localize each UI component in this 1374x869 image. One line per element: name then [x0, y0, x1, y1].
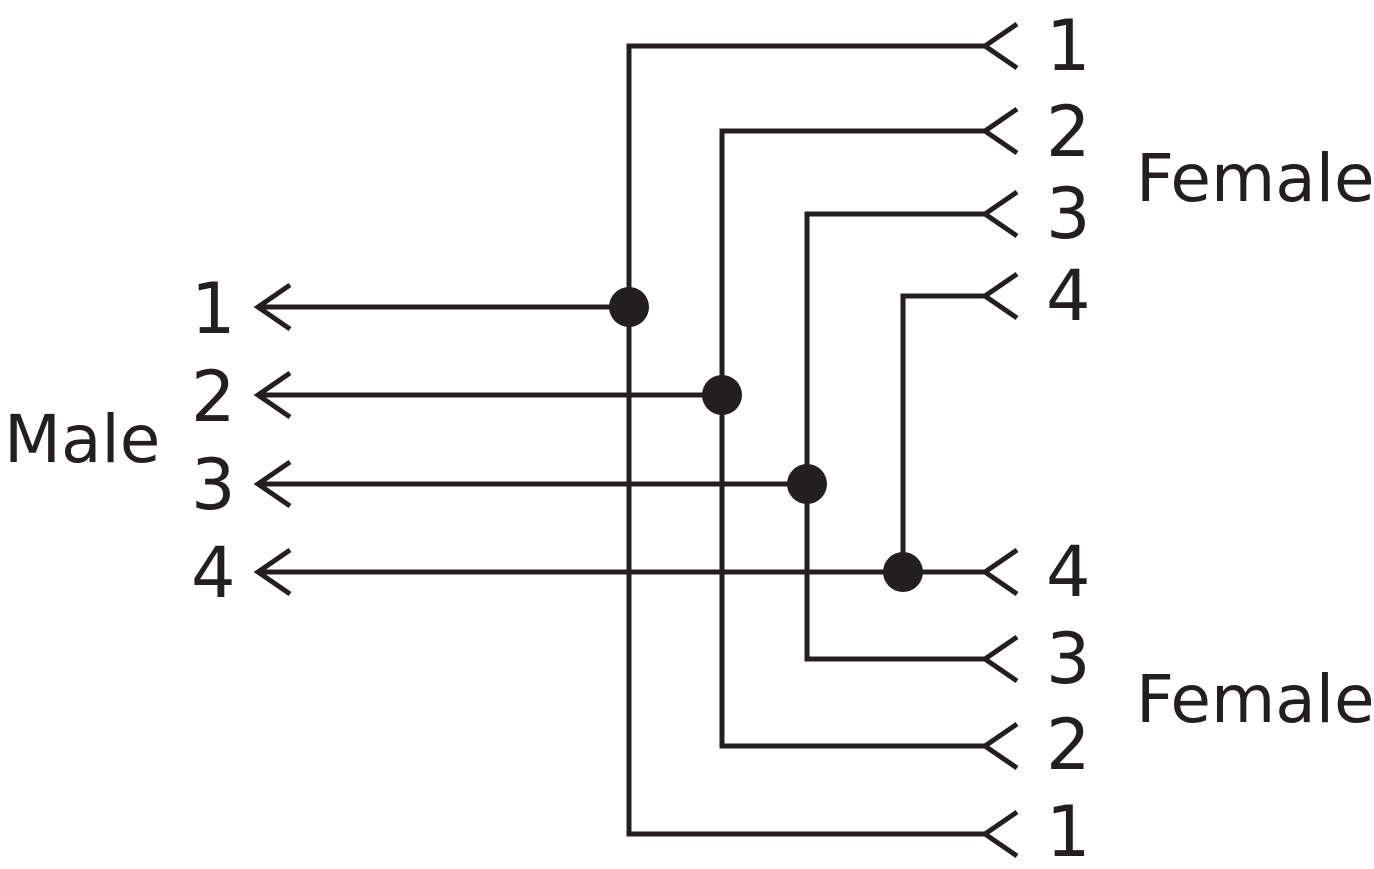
male-pin-3-label: 3: [191, 444, 236, 526]
female-bottom-pin-3-label: 3: [1046, 618, 1091, 700]
junction-dot-2: [702, 375, 742, 415]
male-arrow-3: [253, 459, 292, 509]
female-top-pin-1-label: 1: [1046, 5, 1091, 87]
junction-dot-3: [787, 464, 827, 504]
female-bottom-socket-2: [980, 721, 1019, 771]
female-top-socket-3: [980, 189, 1019, 239]
female-top-pin-3-label: 3: [1046, 173, 1091, 255]
junction-dot-1: [609, 287, 649, 327]
female-bottom-pin-2-label: 2: [1046, 704, 1091, 786]
female-bottom-socket-3: [980, 634, 1019, 684]
female-top-socket-1: [980, 21, 1019, 71]
junction-dot-4: [883, 552, 923, 592]
male-connector-label: Male: [4, 401, 160, 478]
male-pin-4-label: 4: [191, 532, 236, 614]
male-arrow-4: [253, 547, 292, 597]
female-top-pin-2-label: 2: [1046, 91, 1091, 173]
male-arrow-2: [253, 370, 292, 420]
male-pin-2-label: 2: [191, 356, 236, 438]
female-bottom-socket-4: [980, 547, 1019, 597]
bus-wire-4: [900, 293, 985, 572]
female-bottom-pin-1-label: 1: [1046, 791, 1091, 869]
female-top-pin-4-label: 4: [1046, 255, 1091, 337]
female-top-socket-4: [980, 271, 1019, 321]
female-bottom-pin-4-label: 4: [1046, 531, 1091, 613]
bus-wire-1: [626, 43, 985, 837]
bus-wire-3: [804, 211, 985, 662]
male-pin-1-label: 1: [191, 268, 236, 350]
female-bottom-socket-1: [980, 809, 1019, 859]
female-top-socket-2: [980, 106, 1019, 156]
male-arrow-1: [253, 282, 292, 332]
female-bottom-connector-label: Female: [1136, 661, 1374, 738]
bus-wire-2: [719, 128, 985, 749]
female-top-connector-label: Female: [1136, 140, 1374, 217]
